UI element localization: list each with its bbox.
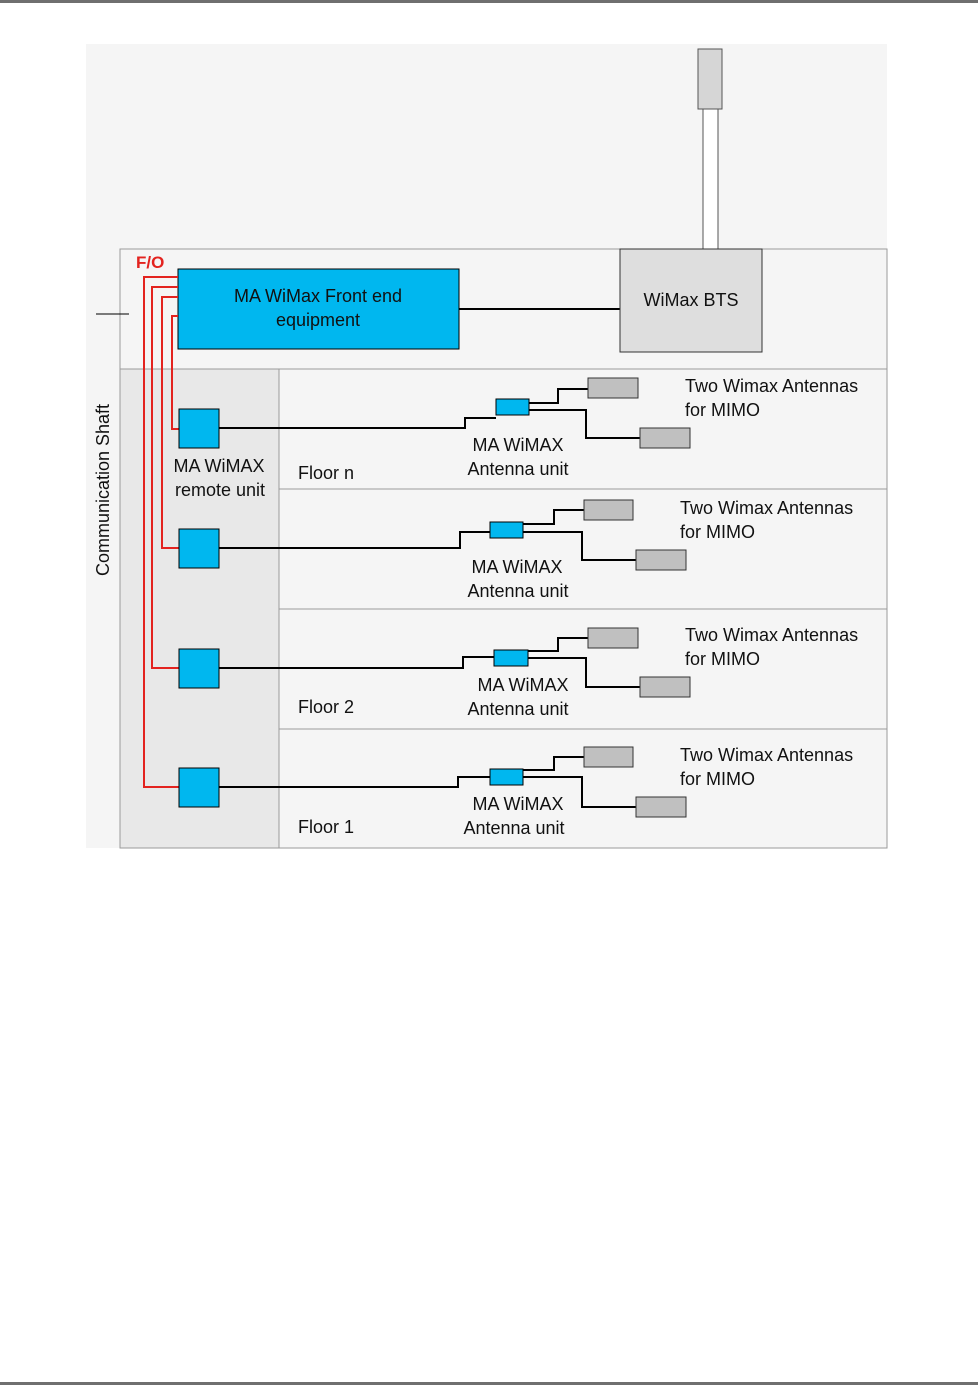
antenna-unit-label-line1: MA WiMAX (477, 675, 568, 695)
front-end-equipment (177, 268, 460, 350)
antenna-unit (495, 398, 530, 416)
fiber-optic-label: F/O (136, 253, 164, 272)
mimo-antenna (635, 549, 687, 571)
mimo-antenna (639, 676, 691, 698)
antenna-unit (489, 768, 524, 786)
shaft-label: Communication Shaft (93, 404, 113, 576)
antenna-unit (493, 649, 529, 667)
floor-3-group: MA WiMAX Antenna unit Two Wimax Antennas… (178, 498, 853, 601)
page-top-rule (0, 0, 978, 3)
antennas-label-line1: Two Wimax Antennas (685, 376, 858, 396)
antenna-unit-label-line2: Antenna unit (467, 581, 568, 601)
antennas-label-line2: for MIMO (680, 522, 755, 542)
antennas-label-line1: Two Wimax Antennas (680, 498, 853, 518)
floor-1-group: Floor 1 MA WiMAX Antenna unit Two Wimax … (178, 745, 853, 838)
page-bottom-rule (0, 1382, 978, 1385)
antenna-unit (489, 521, 524, 539)
mimo-antenna (587, 627, 639, 649)
front-end-label-line2: equipment (276, 310, 360, 330)
floor-label: Floor n (298, 463, 354, 483)
outdoor-antenna-icon (697, 48, 723, 110)
antenna-unit-label-line1: MA WiMAX (472, 435, 563, 455)
mimo-antenna (639, 427, 691, 449)
remote-unit-label-line2: remote unit (175, 480, 265, 500)
fiber-line-floor-n (171, 315, 179, 430)
remote-unit (178, 648, 220, 689)
wimax-bts (619, 248, 763, 353)
remote-unit (178, 767, 220, 808)
remote-unit-label-line1: MA WiMAX (173, 456, 264, 476)
mimo-antenna (587, 377, 639, 399)
fiber-optic-lines (143, 276, 179, 788)
bts-label: WiMax BTS (643, 290, 738, 310)
antenna-unit-label-line2: Antenna unit (463, 818, 564, 838)
antenna-unit-label-line1: MA WiMAX (472, 794, 563, 814)
remote-unit (178, 528, 220, 569)
floor-label: Floor 1 (298, 817, 354, 837)
mimo-antenna (635, 796, 687, 818)
floor-label: Floor 2 (298, 697, 354, 717)
front-end-label-line1: MA WiMax Front end (234, 286, 402, 306)
mimo-antenna (583, 746, 634, 768)
antennas-label-line2: for MIMO (685, 649, 760, 669)
mimo-antenna (583, 499, 634, 521)
antenna-unit-label-line2: Antenna unit (467, 459, 568, 479)
floor-n-group: MA WiMAX remote unit Floor n MA WiMAX An… (173, 376, 858, 500)
antennas-label-line1: Two Wimax Antennas (680, 745, 853, 765)
floor-2-group: Floor 2 MA WiMAX Antenna unit Two Wimax … (178, 625, 858, 719)
antennas-label-line2: for MIMO (685, 400, 760, 420)
remote-unit (178, 408, 220, 449)
fiber-line-floor-2 (151, 286, 179, 669)
antennas-label-line1: Two Wimax Antennas (685, 625, 858, 645)
antennas-label-line2: for MIMO (680, 769, 755, 789)
antenna-unit-label-line1: MA WiMAX (471, 557, 562, 577)
fiber-line-floor-3 (161, 296, 179, 549)
mast-pole (702, 107, 719, 251)
fiber-line-floor-1 (143, 276, 179, 788)
antenna-unit-label-line2: Antenna unit (467, 699, 568, 719)
